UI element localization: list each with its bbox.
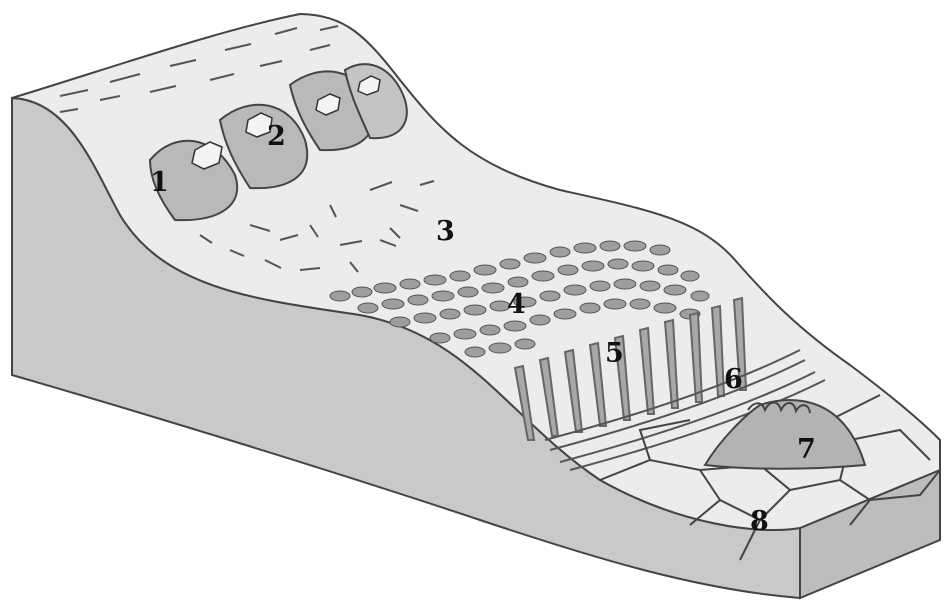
label-4: 4 bbox=[507, 289, 526, 320]
label-1: 1 bbox=[150, 167, 169, 198]
label-6: 6 bbox=[724, 364, 743, 395]
label-2: 2 bbox=[267, 121, 286, 152]
label-7: 7 bbox=[797, 434, 816, 465]
label-3: 3 bbox=[436, 216, 455, 247]
label-5: 5 bbox=[605, 338, 624, 369]
label-8: 8 bbox=[750, 506, 769, 537]
